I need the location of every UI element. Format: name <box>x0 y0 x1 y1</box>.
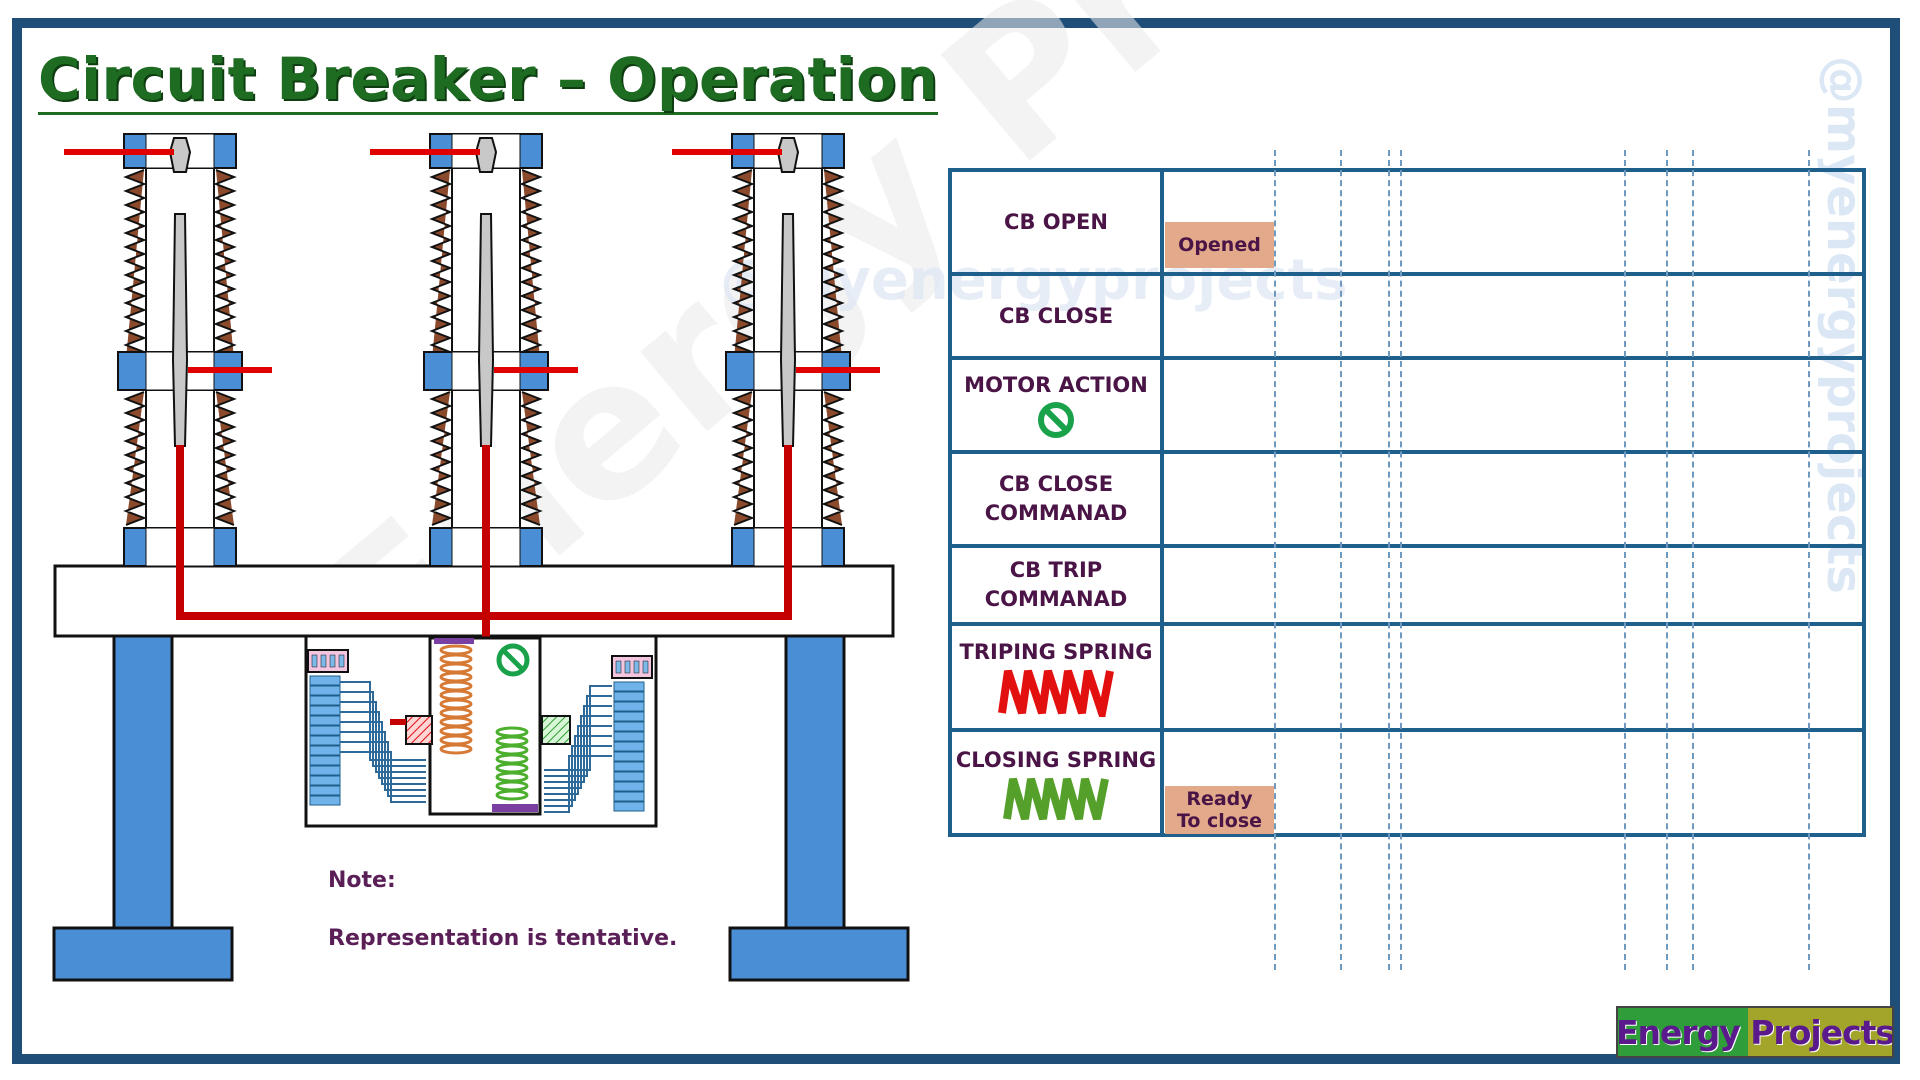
energy-projects-logo: Energy Projects <box>1616 1006 1894 1058</box>
terminal-block-right <box>611 655 653 812</box>
breaker-pole-3 <box>672 133 880 567</box>
table-row-cb-close: CB CLOSE <box>952 276 1862 360</box>
time-marker-line <box>1692 150 1694 970</box>
status-ready-to-close: Ready To close <box>1165 786 1274 834</box>
time-marker-line <box>1340 150 1342 970</box>
close-coil <box>541 715 571 745</box>
note-text: Representation is tentative. <box>328 926 678 951</box>
base-frame <box>53 564 895 638</box>
row-label: CLOSING SPRING <box>955 748 1157 772</box>
table-row-closing-spring: CLOSING SPRING <box>952 732 1862 837</box>
breaker-pole-1 <box>64 133 272 567</box>
table-row-cb-close-command: CB CLOSE COMMANAD <box>952 454 1862 548</box>
time-marker-line <box>1274 150 1276 970</box>
motor-stopped-icon <box>496 643 530 677</box>
time-marker-line <box>1400 150 1402 970</box>
status-opened: Opened <box>1165 222 1274 268</box>
table-row-cb-trip-command: CB TRIP COMMANAD <box>952 548 1862 626</box>
row-label: CB CLOSE <box>998 303 1114 328</box>
row-label: CB OPEN <box>1004 209 1108 234</box>
trip-coil <box>405 715 433 745</box>
time-marker-line <box>1388 150 1390 970</box>
row-label: MOTOR ACTION <box>964 372 1148 397</box>
control-wiring <box>340 681 612 813</box>
note-label: Note: <box>328 868 396 893</box>
page-title: Circuit Breaker – Operation <box>38 45 939 115</box>
row-label: TRIPING SPRING <box>959 639 1153 664</box>
operation-timing-table: CB OPEN CB CLOSE MOTOR ACTION CB CLOSE C… <box>948 168 1866 837</box>
prohibited-icon <box>1038 401 1074 438</box>
breaker-pole-2 <box>370 133 578 567</box>
green-spring-icon <box>1003 777 1109 821</box>
closing-spring <box>495 726 529 801</box>
row-label: CB CLOSE COMMANAD <box>984 472 1128 525</box>
logo-text: Energy Projects <box>1616 1012 1894 1052</box>
time-marker-line <box>1808 150 1810 970</box>
table-row-tripping-spring: TRIPING SPRING <box>952 626 1862 732</box>
red-spring-icon <box>998 669 1114 717</box>
tripping-spring <box>439 644 473 755</box>
time-marker-line <box>1666 150 1668 970</box>
terminal-block-left <box>307 649 349 806</box>
table-row-cb-open: CB OPEN <box>952 172 1862 276</box>
support-leg-right <box>728 634 910 982</box>
row-label: CB TRIP COMMANAD <box>984 558 1128 611</box>
table-row-motor-action: MOTOR ACTION <box>952 360 1862 454</box>
support-leg-left <box>52 634 234 982</box>
diagram-frame <box>12 18 1900 1064</box>
time-marker-line <box>1624 150 1626 970</box>
